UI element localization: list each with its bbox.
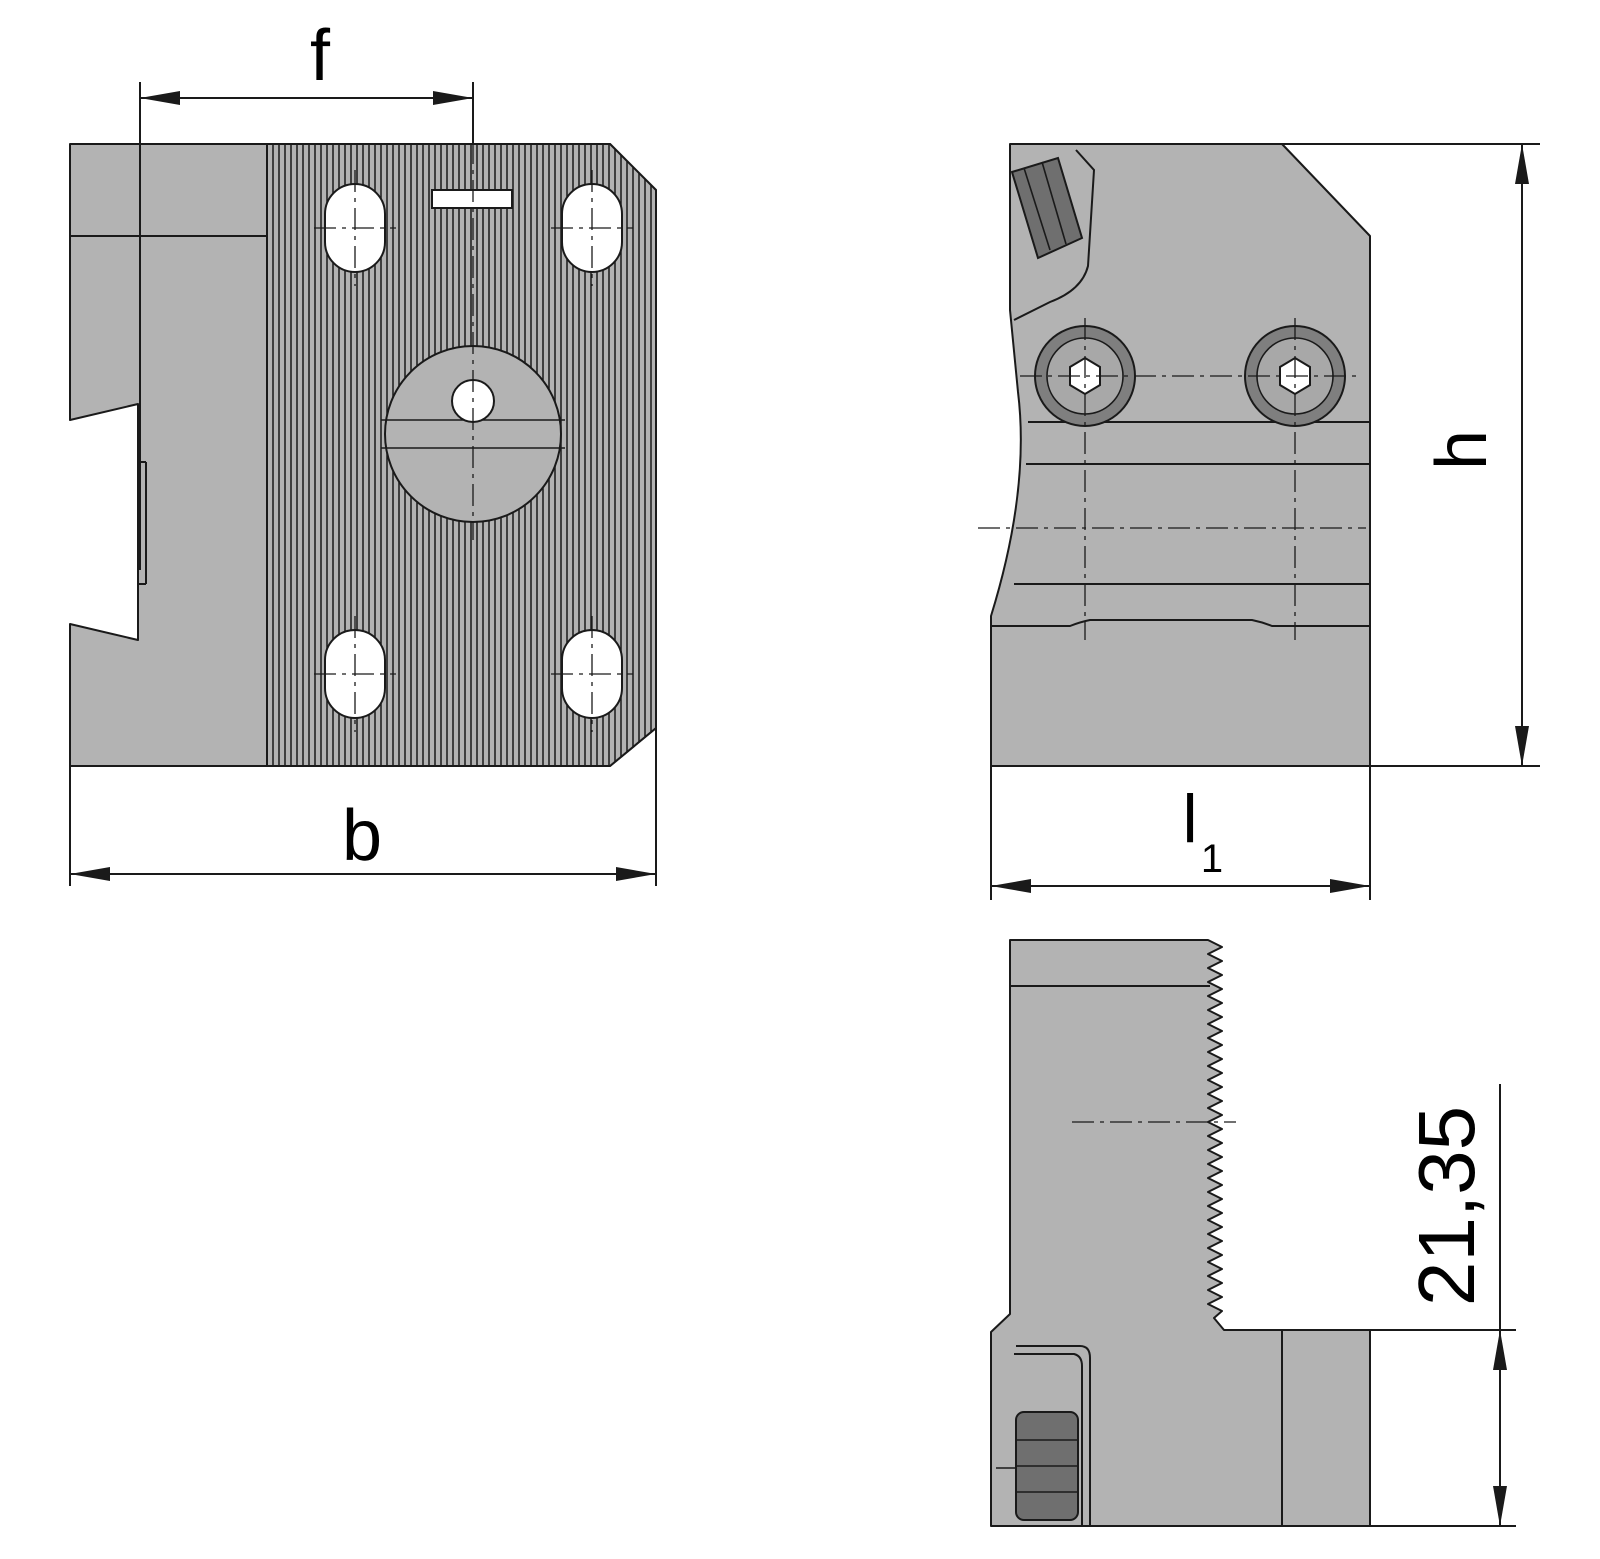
side-body bbox=[990, 143, 1371, 767]
top-view: 21,35 bbox=[990, 939, 1516, 1527]
dim-label-f: f bbox=[310, 16, 331, 96]
side-edge-4 bbox=[991, 619, 1370, 627]
dim-label-b: b bbox=[342, 796, 382, 876]
dim-label-l1-subscript: 1 bbox=[1201, 837, 1223, 881]
top-lever-inner bbox=[1014, 1353, 1083, 1526]
key-slot bbox=[431, 189, 513, 209]
dim-label-2135: 21,35 bbox=[1402, 1106, 1491, 1306]
side-view: h l 1 bbox=[978, 143, 1540, 900]
dim-label-l1: l bbox=[1182, 781, 1197, 857]
screw-thread-line-1 bbox=[1023, 167, 1051, 251]
top-lever-outline bbox=[1016, 1345, 1091, 1526]
screw-thread-line-2 bbox=[1041, 161, 1067, 245]
slot-centerlines bbox=[314, 170, 633, 732]
side-centerlines bbox=[978, 318, 1366, 640]
clamp-lever-outline bbox=[1013, 149, 1096, 321]
dim-label-h: h bbox=[1422, 430, 1502, 470]
front-view: f b bbox=[69, 16, 657, 886]
top-body bbox=[990, 939, 1371, 1527]
